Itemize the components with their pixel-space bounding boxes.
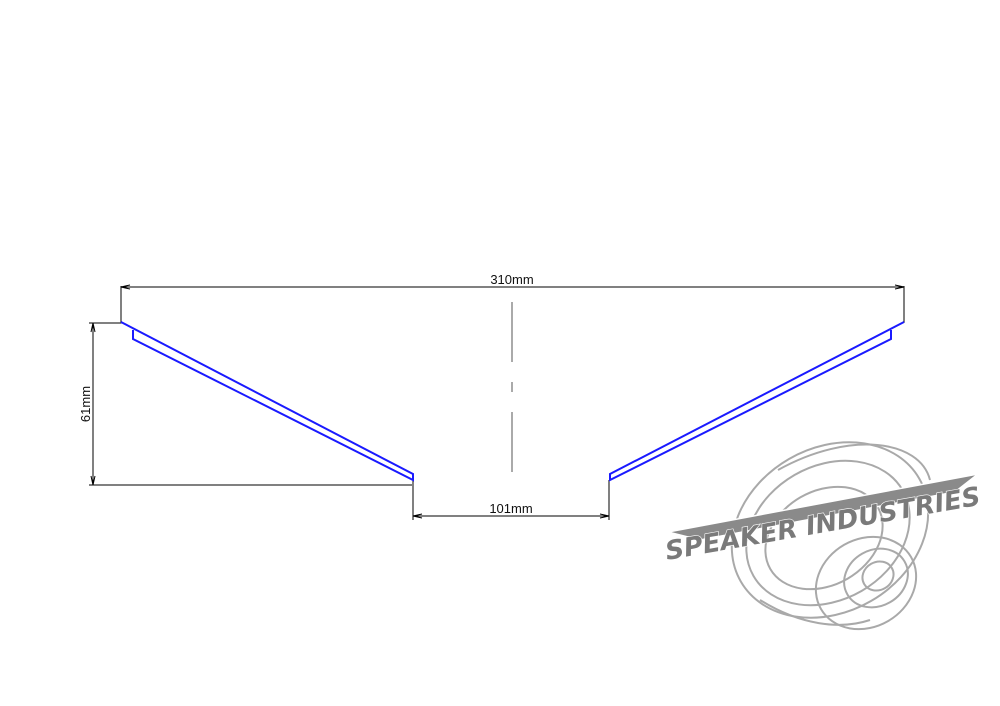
outer-arrow-right [894,284,905,290]
outer-diameter-label: 310mm [490,272,533,287]
outer-arrow-left [120,284,131,290]
depth-arrow-bottom [90,475,96,486]
speaker-outline-icon [730,441,931,631]
cone-left-wall [120,321,414,482]
logo-swoosh-icon [667,473,979,541]
inner-diameter-label: 101mm [489,501,532,516]
depth-label: 61mm [78,386,93,422]
cone-profile [120,321,905,482]
inner-arrow-right [599,513,610,519]
speaker-industries-logo: SPEAKER INDUSTRIES [662,441,983,631]
depth-arrow-top [90,322,96,333]
depth-dimension [89,322,412,486]
inner-arrow-left [412,513,423,519]
inner-diameter-dimension [412,480,610,520]
cone-right-wall [609,321,905,482]
outer-diameter-dimension [120,284,905,323]
